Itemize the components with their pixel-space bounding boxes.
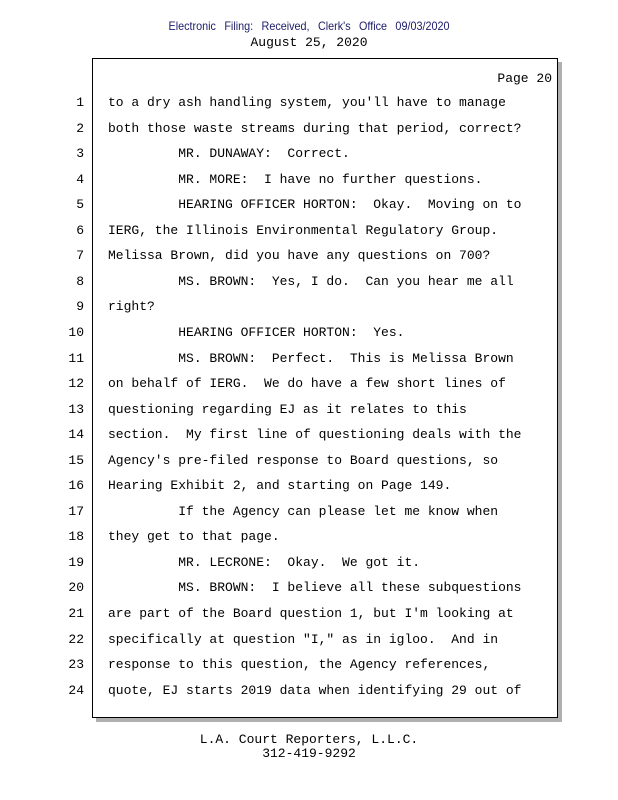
line-number: 11 (68, 350, 84, 366)
transcript-date: August 25, 2020 (250, 35, 368, 50)
line-number: 24 (68, 682, 84, 698)
line-number: 20 (68, 580, 84, 596)
line-number: 18 (68, 529, 84, 545)
line-number: 14 (68, 427, 84, 443)
transcript-line: quote, EJ starts 2019 data when identify… (108, 682, 522, 698)
transcript-line: questioning regarding EJ as it relates t… (108, 401, 467, 417)
line-number: 17 (68, 503, 84, 519)
transcript-line: HEARING OFFICER HORTON: Okay. Moving on … (108, 197, 522, 213)
line-number: 19 (68, 554, 84, 570)
transcript-line: Melissa Brown, did you have any question… (108, 248, 491, 264)
transcript-line: on behalf of IERG. We do have a few shor… (108, 376, 506, 392)
transcript-line: are part of the Board question 1, but I'… (108, 606, 514, 621)
line-number: 13 (68, 401, 84, 417)
line-number: 22 (68, 631, 84, 647)
line-number: 2 (76, 120, 84, 136)
line-number: 23 (68, 657, 84, 673)
transcript-line: MS. BROWN: I believe all these subquesti… (108, 580, 522, 596)
transcript-line: right? (108, 299, 155, 315)
transcript-line: If the Agency can please let me know whe… (108, 503, 499, 519)
line-number: 6 (76, 222, 84, 238)
transcript-line: response to this question, the Agency re… (108, 657, 491, 673)
line-number: 7 (76, 248, 84, 264)
footer-phone: 312-419-9292 (262, 746, 356, 761)
transcript-page-box (92, 58, 558, 718)
transcript-line: MS. BROWN: Yes, I do. Can you hear me al… (108, 273, 514, 289)
line-number: 12 (68, 376, 84, 392)
transcript-line: Hearing Exhibit 2, and starting on Page … (108, 478, 452, 494)
page-number: Page 20 (497, 71, 552, 86)
transcript-line: MR. MORE: I have no further questions. (108, 171, 483, 187)
transcript-line: specifically at question "I," as in iglo… (108, 631, 499, 647)
filing-stamp: Electronic Filing: Received, Clerk's Off… (168, 19, 450, 33)
transcript-line: MR. LECRONE: Okay. We got it. (108, 554, 421, 570)
transcript-line: MR. DUNAWAY: Correct. (108, 146, 350, 162)
line-number: 1 (76, 95, 84, 110)
footer-company: L.A. Court Reporters, L.L.C. (199, 732, 419, 747)
transcript-line: HEARING OFFICER HORTON: Yes. (108, 324, 405, 340)
transcript-line: they get to that page. (108, 529, 280, 545)
line-number: 9 (76, 299, 84, 315)
transcript-line: to a dry ash handling system, you'll hav… (108, 95, 506, 110)
line-number: 5 (76, 197, 84, 213)
line-number: 4 (76, 171, 84, 187)
transcript-line: IERG, the Illinois Environmental Regulat… (108, 222, 499, 238)
transcript-line: MS. BROWN: Perfect. This is Melissa Brow… (108, 350, 514, 366)
line-number: 16 (68, 478, 84, 494)
transcript-line: both those waste streams during that per… (108, 120, 522, 136)
transcript-line: section. My first line of questioning de… (108, 427, 522, 443)
line-number: 10 (68, 324, 84, 340)
line-number: 21 (68, 606, 84, 621)
line-number: 8 (76, 273, 84, 289)
line-number: 15 (68, 452, 84, 468)
line-number: 3 (76, 146, 84, 162)
transcript-line: Agency's pre-filed response to Board que… (108, 452, 499, 468)
